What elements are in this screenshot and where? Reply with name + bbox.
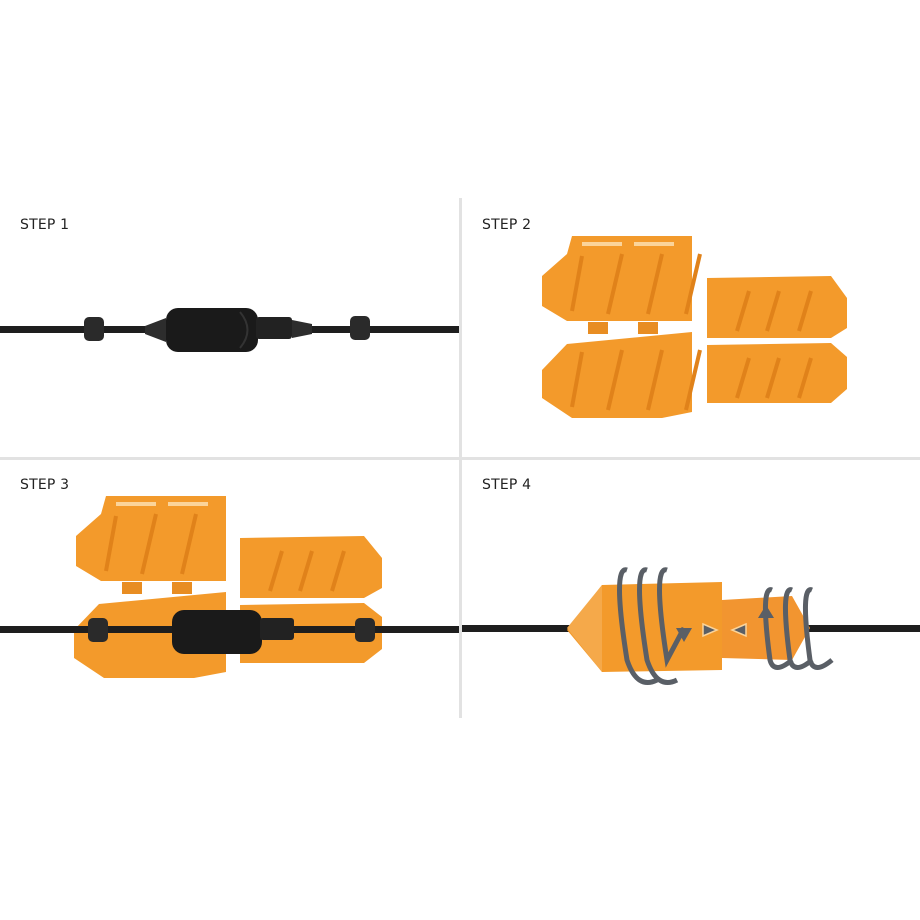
panel-step-4: STEP 4 <box>462 460 920 718</box>
protector-half-top-right <box>240 536 382 598</box>
panel-step-1: STEP 1 <box>0 200 459 458</box>
plug-male <box>256 317 292 339</box>
step-label: STEP 1 <box>20 217 70 233</box>
plug-female <box>166 308 258 352</box>
cable-stopper-right <box>350 316 370 340</box>
cable-in-protector-illustration <box>0 496 459 678</box>
plug-male <box>260 618 294 640</box>
arrow-right-icon <box>702 622 719 638</box>
arrow-left-icon <box>730 622 747 638</box>
cable-stopper-left <box>84 317 104 341</box>
protector-half-top-left <box>542 236 702 321</box>
rotation-arrows-icon <box>617 567 834 685</box>
locked-protector-illustration <box>462 567 920 685</box>
plug-female <box>172 610 262 654</box>
arrow-down-icon <box>676 628 692 642</box>
protector-half-top-left <box>76 496 226 581</box>
panel-step-2: STEP 2 <box>462 200 920 458</box>
horizontal-divider <box>0 457 920 460</box>
protector-half-bottom-right <box>707 343 847 403</box>
step-label: STEP 3 <box>20 477 70 493</box>
panel-step-3: STEP 3 <box>0 460 459 718</box>
arrow-up-icon <box>758 605 774 618</box>
cable-connection-illustration <box>0 308 459 352</box>
protector-half-top-right <box>707 276 847 338</box>
opened-protector-illustration <box>542 236 847 418</box>
step-label: STEP 4 <box>482 477 532 493</box>
protector-half-bottom-left <box>542 332 702 418</box>
step-label: STEP 2 <box>482 217 532 233</box>
